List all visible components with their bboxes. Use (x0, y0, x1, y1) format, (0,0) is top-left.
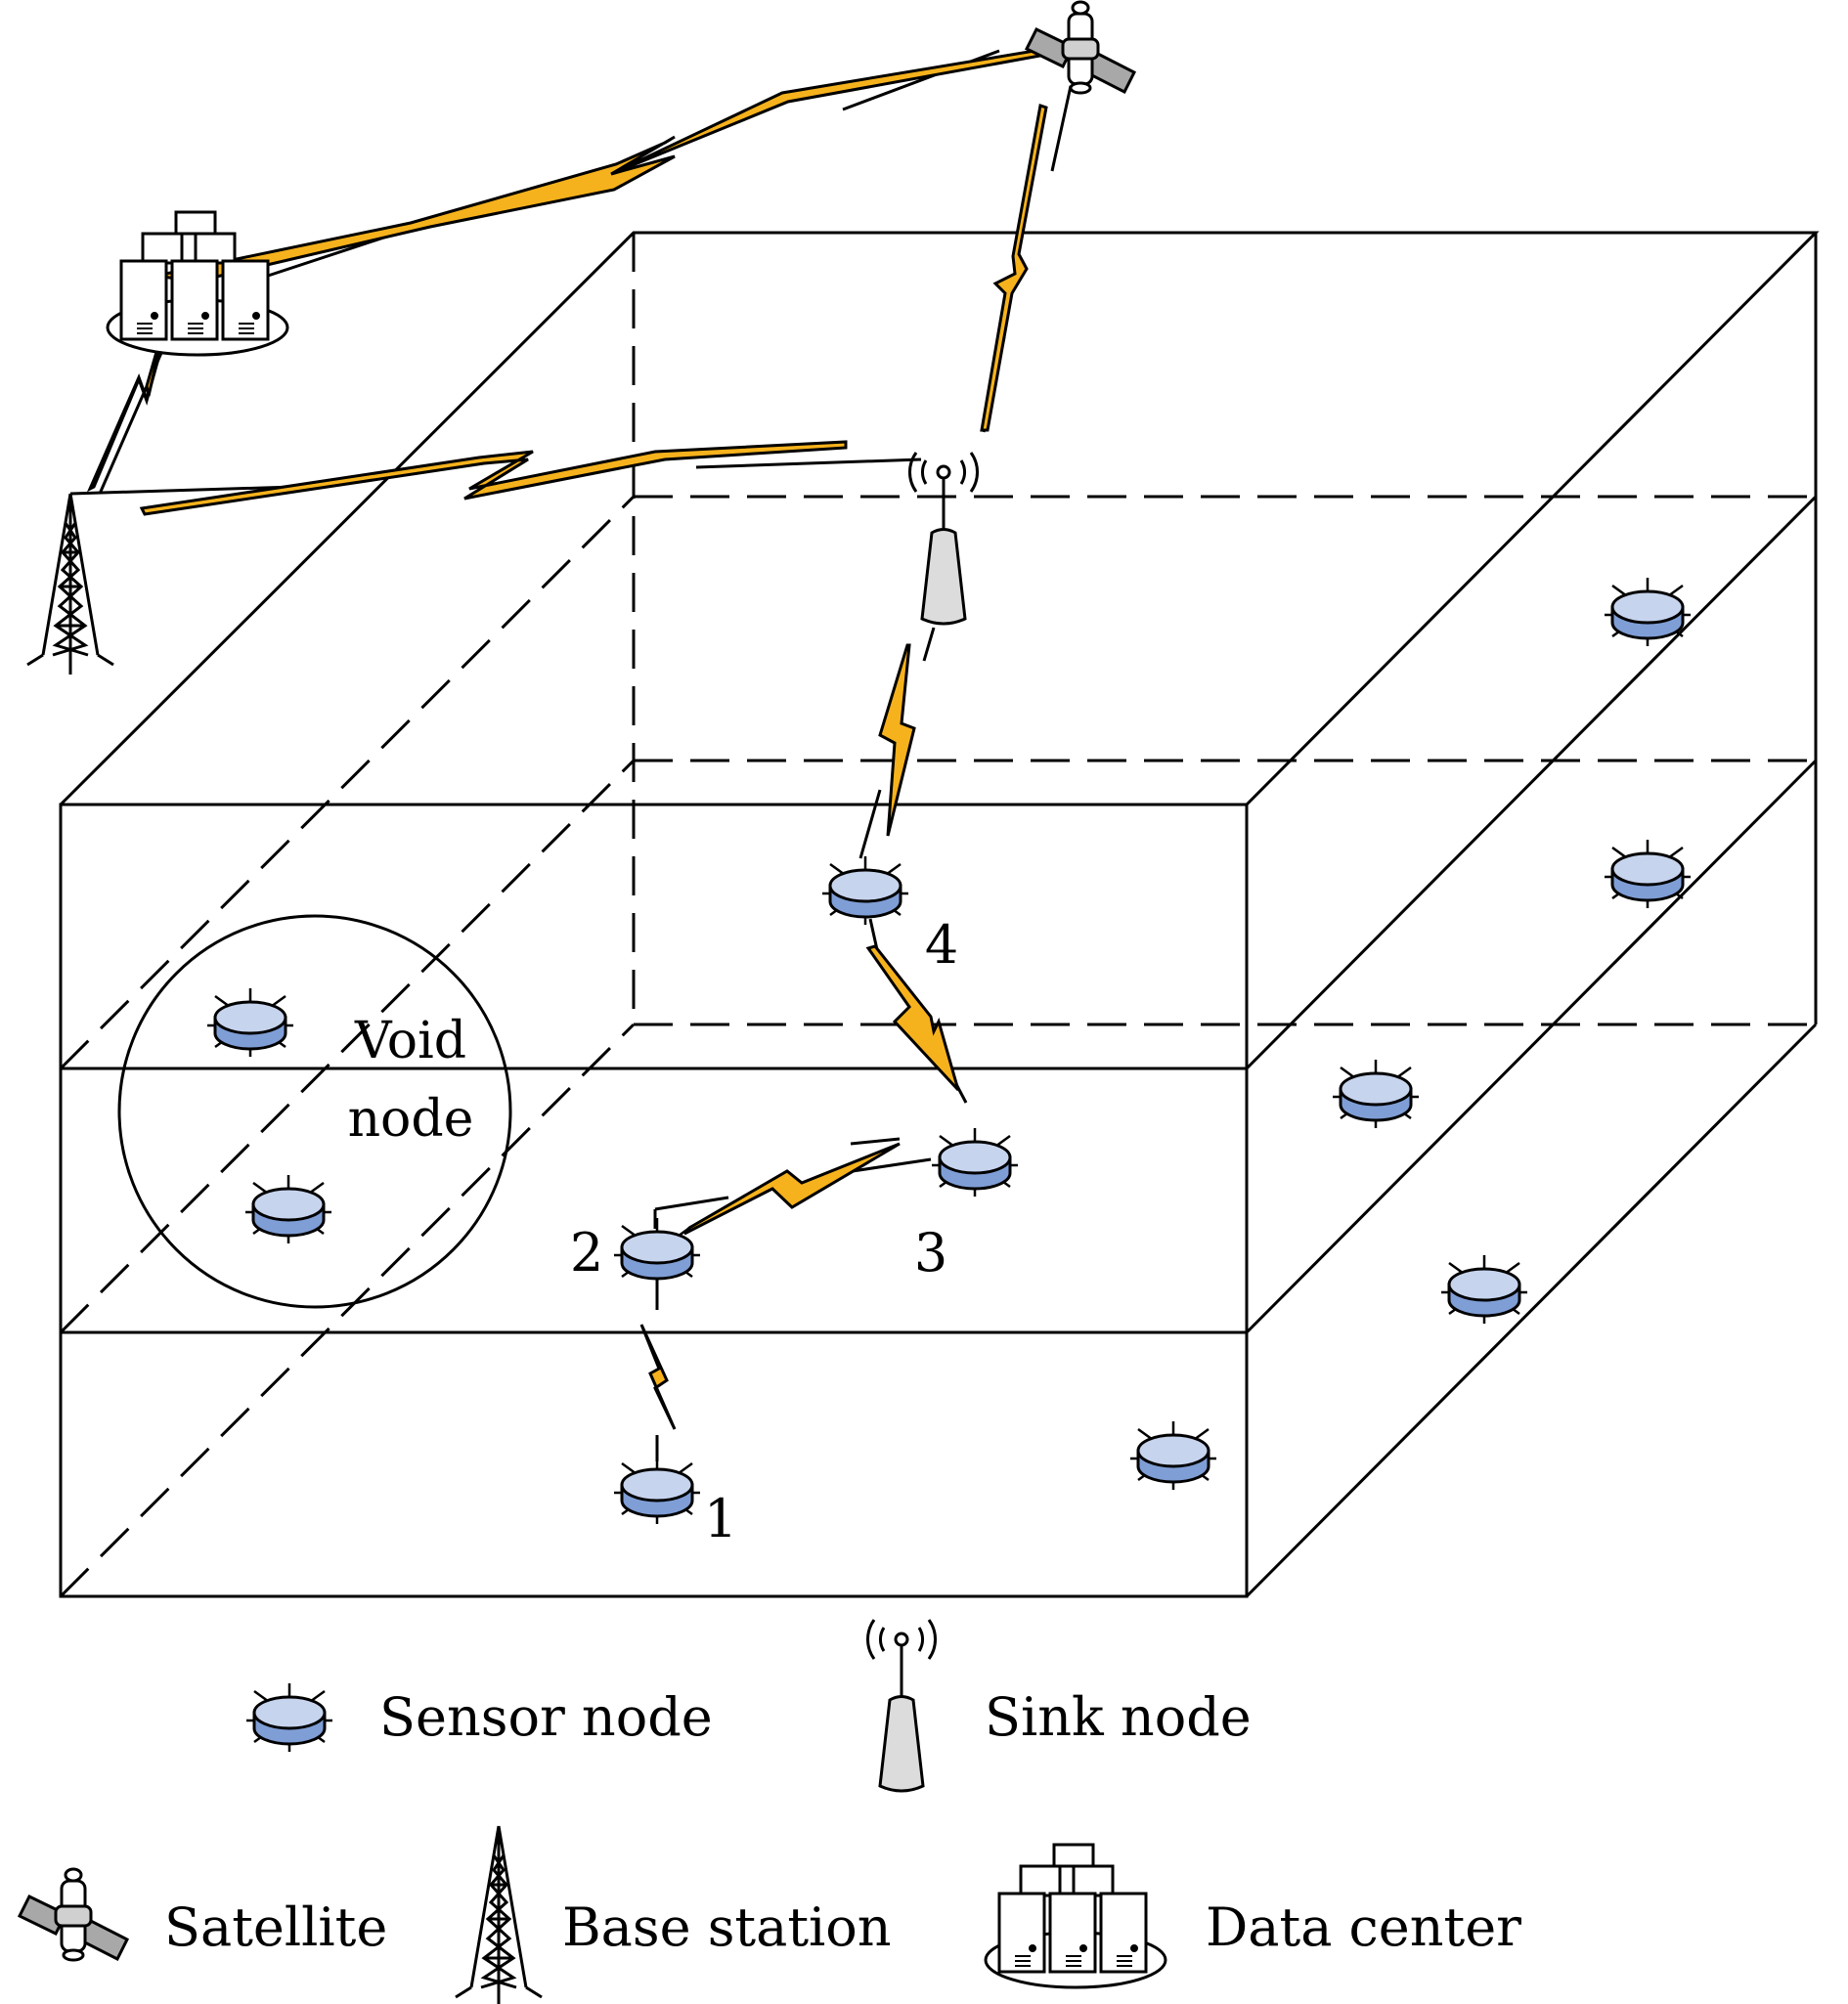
legend-sensor-node: Sensor node (379, 1686, 713, 1748)
sensor-node-icon (612, 1216, 702, 1288)
path-label-4: 4 (925, 914, 958, 976)
communication-links (69, 42, 1080, 1461)
lightning-link-icon (69, 440, 922, 516)
front-face (59, 803, 1249, 1598)
base-station-tower-icon (454, 1824, 544, 2004)
void-region-circle (117, 914, 512, 1309)
sensor-node-icon (244, 1681, 334, 1754)
lightning-link-icon (653, 1137, 932, 1236)
path-label-3: 3 (914, 1222, 947, 1284)
sink-node-icon (865, 1618, 938, 1793)
sensor-node-icon (820, 854, 910, 927)
satellite-icon (1025, 0, 1136, 95)
lightning-link-icon (980, 85, 1073, 433)
sensor-node-icon (205, 986, 295, 1059)
sensor-node-icon (1128, 1419, 1218, 1492)
lightning-link-icon (865, 918, 968, 1104)
water-volume-box (59, 231, 1820, 1598)
sensor-node-icon (243, 1173, 333, 1245)
legend-data-center: Data center (1206, 1896, 1521, 1958)
legend: Sensor node Sink node Satellite Base sta… (18, 1618, 1521, 2004)
sensor-node-icon (612, 1454, 702, 1526)
sink-node-icon (907, 451, 980, 626)
path-label-2: 2 (570, 1222, 603, 1284)
void-label-line2: node (348, 1090, 474, 1149)
lightning-link-icon (155, 42, 1080, 283)
legend-base-station: Base station (562, 1896, 892, 1958)
data-center-servers-icon (106, 210, 289, 357)
data-center-servers-icon (984, 1843, 1167, 1989)
legend-satellite: Satellite (164, 1896, 387, 1958)
satellite-icon (18, 1867, 129, 1962)
path-label-1: 1 (704, 1488, 737, 1549)
lightning-link-icon (639, 1261, 677, 1461)
void-label-line1: Void (354, 1012, 466, 1070)
sensor-node-icon (1439, 1253, 1529, 1326)
sensor-node-icon (1331, 1058, 1421, 1130)
lightning-link-icon (858, 627, 936, 859)
base-station-tower-icon (25, 492, 115, 676)
sensor-node-icon (930, 1126, 1020, 1198)
hidden-edges (59, 233, 1816, 1598)
legend-sink-node: Sink node (985, 1686, 1252, 1748)
